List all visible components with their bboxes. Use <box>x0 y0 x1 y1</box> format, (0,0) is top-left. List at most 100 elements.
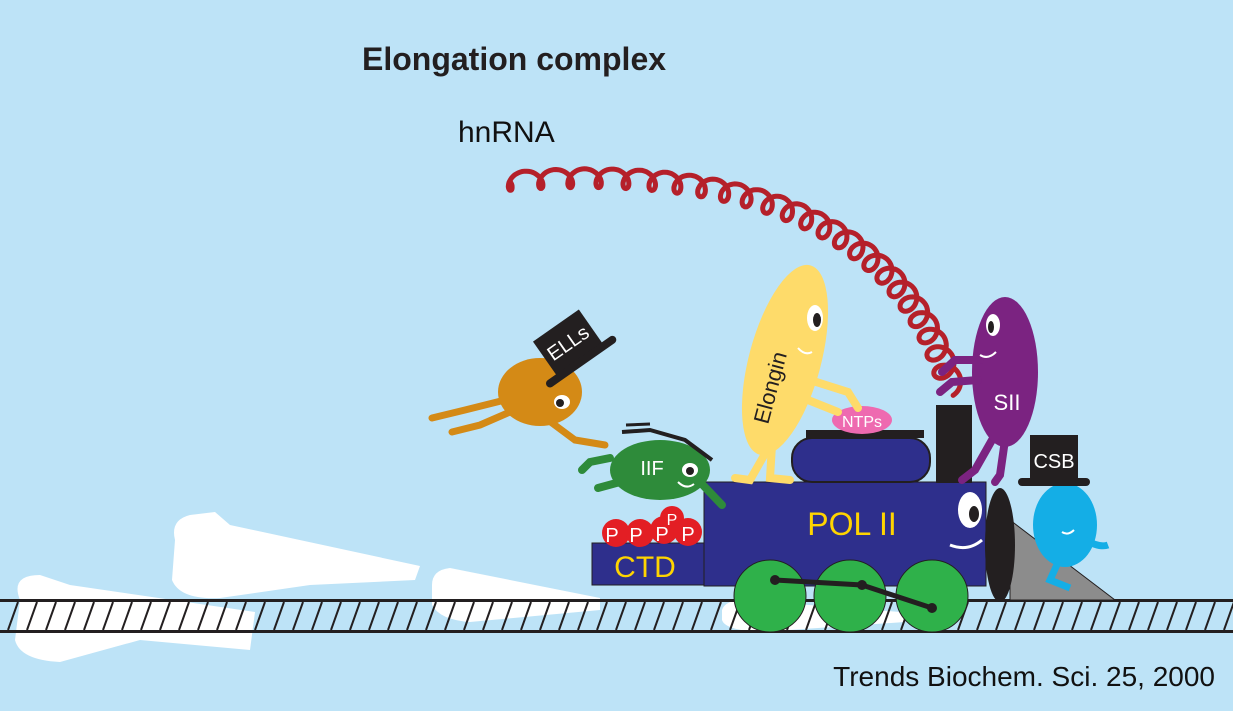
rail-tie <box>216 601 228 631</box>
elongin-arm <box>806 376 862 412</box>
elongin-leg <box>731 441 774 485</box>
rail-tie <box>596 601 608 631</box>
smoke-puff-1 <box>15 575 255 662</box>
rail-tie <box>539 601 551 631</box>
rail-tie <box>64 601 76 631</box>
rail-tie <box>691 601 703 631</box>
rail-tie <box>463 601 475 631</box>
csb-leg <box>1045 556 1072 592</box>
rail-tie <box>976 601 988 631</box>
rail-tie <box>444 601 456 631</box>
ells-hat-crown <box>532 309 603 377</box>
ntps-label: NTPs <box>842 414 882 431</box>
rail-tie <box>1223 601 1233 631</box>
rail-tie <box>1204 601 1216 631</box>
iif-label: IIF <box>640 458 663 480</box>
sii-arm <box>938 356 984 376</box>
rail-tie <box>330 601 342 631</box>
rail-tie <box>368 601 380 631</box>
rail-tie <box>501 601 513 631</box>
wheel <box>733 559 807 633</box>
rail-tie <box>558 601 570 631</box>
rail-tie <box>653 601 665 631</box>
rail-tie <box>1166 601 1178 631</box>
sii-smile <box>979 351 997 358</box>
rail-tie <box>1033 601 1045 631</box>
rail-bottom <box>0 630 1233 633</box>
ells-pupil <box>556 399 564 407</box>
wheel-pin <box>857 580 867 590</box>
phosphate-label: P <box>605 525 618 547</box>
smoke-puff-3 <box>432 568 600 622</box>
rail-tie <box>1014 601 1026 631</box>
csb-top-hat <box>1030 435 1078 480</box>
rail-tie <box>425 601 437 631</box>
rail-tie <box>178 601 190 631</box>
sii-body <box>972 297 1038 447</box>
rail-tie <box>387 601 399 631</box>
csb-body <box>1033 483 1097 567</box>
phosphate-label: P <box>655 524 668 546</box>
phosphate-ball <box>602 519 630 547</box>
iif-factor: IIF <box>578 422 726 509</box>
iif-body <box>610 440 710 500</box>
rail-tie <box>1147 601 1159 631</box>
front-buffer <box>985 488 1015 602</box>
rail-tie <box>159 601 171 631</box>
wheel-pin <box>927 603 937 613</box>
hnrna-strand <box>505 166 964 398</box>
sii-leg <box>991 436 1009 486</box>
boiler-dome <box>791 437 931 483</box>
elongin-arm <box>804 396 842 416</box>
rail-tie <box>406 601 418 631</box>
ctd-label: CTD <box>614 551 676 584</box>
rail-tie <box>1052 601 1064 631</box>
rail-tie <box>292 601 304 631</box>
rail-tie <box>311 601 323 631</box>
elongin-smile <box>797 347 813 355</box>
rail-tie <box>254 601 266 631</box>
chimney <box>936 405 972 483</box>
iif-hair <box>621 427 714 462</box>
rail-tie <box>1109 601 1121 631</box>
rail-tie <box>710 601 722 631</box>
sii-arm <box>936 376 982 396</box>
railway-track <box>0 599 1233 633</box>
elongin-factor: Elongin <box>731 264 862 485</box>
rail-tie <box>349 601 361 631</box>
phosphate-label: P <box>681 524 694 546</box>
hnrna-label: hnRNA <box>458 116 555 149</box>
iif-smile <box>677 481 695 488</box>
rail-tie <box>881 601 893 631</box>
ells-hat-brim <box>546 335 617 388</box>
ctd-car <box>591 542 705 586</box>
ells-factor: ELLs <box>428 309 617 449</box>
wheel-pin <box>770 575 780 585</box>
hnrna-coil <box>505 166 964 398</box>
diagram-title: Elongation complex <box>362 41 666 77</box>
rail-tie <box>805 601 817 631</box>
ells-arm <box>544 416 609 449</box>
csb-arm <box>1083 536 1110 550</box>
csb-factor: CSB <box>1009 435 1117 601</box>
sii-factor: SII <box>936 297 1038 486</box>
wheel <box>895 559 969 633</box>
elongin-leg <box>765 441 794 484</box>
csb-hat-brim <box>1018 478 1090 486</box>
ells-leg <box>448 408 514 436</box>
sii-leg <box>958 436 996 484</box>
phosphate-ball <box>660 506 684 530</box>
ntps-blob <box>832 406 892 434</box>
rail-tie <box>1128 601 1140 631</box>
rail-tie <box>26 601 38 631</box>
rail-tie <box>615 601 627 631</box>
pol-ii-label: POL II <box>807 506 897 542</box>
rail-tie <box>273 601 285 631</box>
phosphate-label: P <box>667 512 678 529</box>
ells-top-hat: ELLs <box>532 309 617 388</box>
rail-tie <box>197 601 209 631</box>
rail-tie <box>7 601 19 631</box>
pol-ii-smile <box>949 538 983 550</box>
phosphate-ball <box>626 519 654 547</box>
